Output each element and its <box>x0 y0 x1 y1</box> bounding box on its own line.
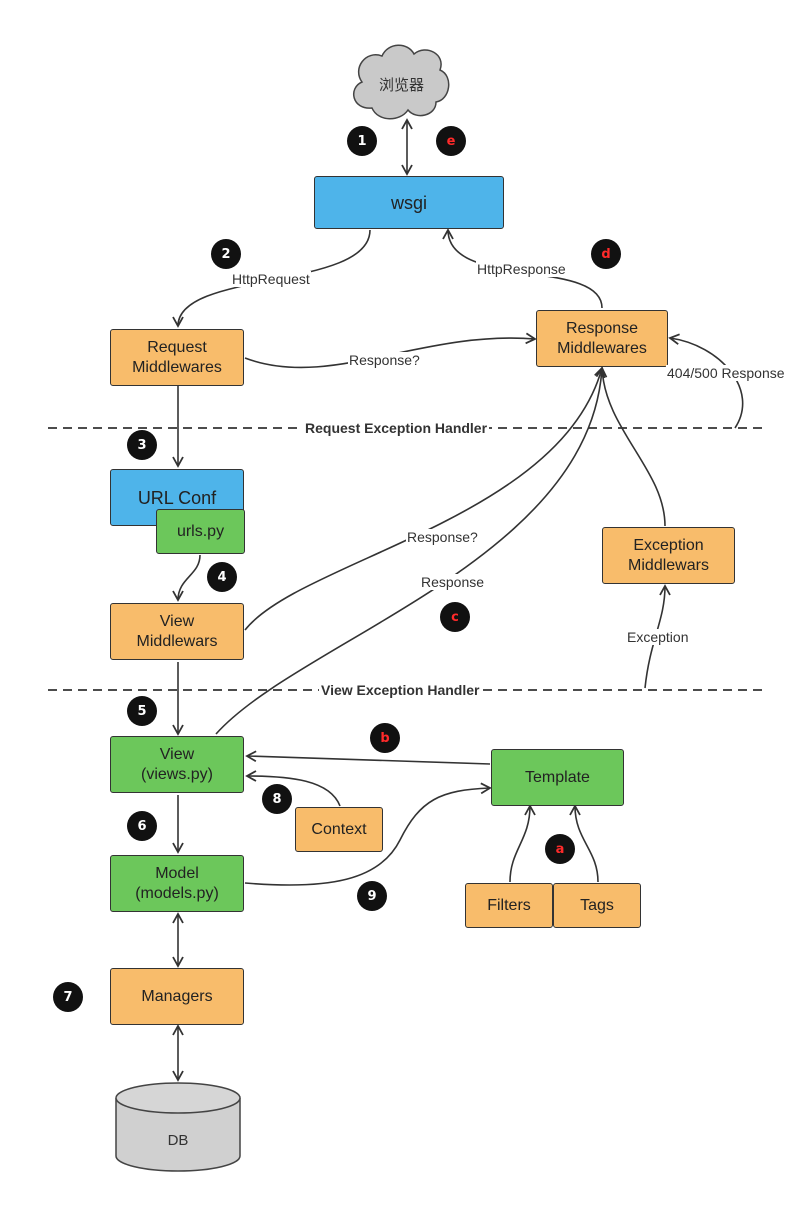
exception-label: Exception <box>626 629 690 645</box>
step-badge-4: 4 <box>207 562 237 592</box>
step-badge-c: c <box>440 602 470 632</box>
browser-label: 浏览器 <box>379 77 425 94</box>
edge-response-q-view <box>244 366 606 631</box>
template-node: Template <box>491 749 624 806</box>
response-question-top-label: Response? <box>348 352 421 368</box>
response-mw-line1: Response <box>565 319 639 337</box>
template-label: Template <box>525 768 590 786</box>
http-response-label: HttpResponse <box>476 261 567 277</box>
urls-py-node: urls.py <box>156 509 245 554</box>
step-badge-3: 3 <box>127 430 157 460</box>
tags-label: Tags <box>580 896 614 914</box>
tags-node: Tags <box>553 883 641 928</box>
edge-exception-response <box>601 367 666 527</box>
request-mw-line2: Middlewares <box>132 358 222 376</box>
step-badge-d: d <box>591 239 621 269</box>
step-badge-5: 5 <box>127 696 157 726</box>
edge-tags-template <box>569 804 599 883</box>
response-view-label: Response <box>420 574 486 590</box>
view-exception-handler-label: View Exception Handler <box>319 682 482 698</box>
edge-error-loop <box>668 333 744 429</box>
view-middlewars-node: View Middlewars <box>110 603 244 660</box>
edge-filters-template <box>509 804 536 883</box>
step-badge-9: 9 <box>357 881 387 911</box>
edge-template-view <box>245 750 491 765</box>
context-label: Context <box>311 820 367 838</box>
db-label: DB <box>167 1132 189 1149</box>
model-line1: Model <box>155 864 199 882</box>
exception-mw-line2: Middlewars <box>628 556 709 574</box>
url-conf-label: URL Conf <box>137 488 217 508</box>
db-cylinder <box>115 1082 241 1172</box>
view-line2: (views.py) <box>140 765 213 783</box>
step-badge-6: 6 <box>127 811 157 841</box>
view-mw-line2: Middlewars <box>136 632 218 650</box>
step-badge-2: 2 <box>211 239 241 269</box>
managers-label: Managers <box>141 987 213 1005</box>
step-badge-b: b <box>370 723 400 753</box>
edge-urls-viewmw <box>172 554 201 602</box>
browser-cloud <box>352 44 450 120</box>
exception-mw-line1: Exception <box>633 536 704 554</box>
step-badge-1: 1 <box>347 126 377 156</box>
view-node: View (views.py) <box>110 736 244 793</box>
wsgi-node: wsgi <box>314 176 504 229</box>
response-mw-line2: Middlewares <box>557 339 647 357</box>
request-mw-line1: Request <box>147 338 207 356</box>
view-line1: View <box>159 745 195 763</box>
urls-py-label: urls.py <box>176 522 225 540</box>
request-middlewares-node: Request Middlewares <box>110 329 244 386</box>
context-node: Context <box>295 807 383 852</box>
step-badge-e: e <box>436 126 466 156</box>
wsgi-label: wsgi <box>390 192 427 213</box>
model-node: Model (models.py) <box>110 855 244 912</box>
managers-node: Managers <box>110 968 244 1025</box>
edge-context-view <box>245 770 341 807</box>
step-badge-7: 7 <box>53 982 83 1012</box>
error-response-label: 404/500 Response <box>666 365 786 381</box>
http-request-label: HttpRequest <box>231 271 311 287</box>
request-exception-handler-label: Request Exception Handler <box>303 420 490 436</box>
model-line2: (models.py) <box>135 884 219 902</box>
step-badge-a: a <box>545 834 575 864</box>
edge-model-template <box>244 782 492 886</box>
step-badge-8: 8 <box>262 784 292 814</box>
view-mw-line1: View <box>159 612 195 630</box>
filters-node: Filters <box>465 883 553 928</box>
response-middlewares-node: Response Middlewares <box>536 310 668 367</box>
filters-label: Filters <box>487 896 531 914</box>
response-question-view-label: Response? <box>406 529 479 545</box>
exception-middlewars-node: Exception Middlewars <box>602 527 735 584</box>
